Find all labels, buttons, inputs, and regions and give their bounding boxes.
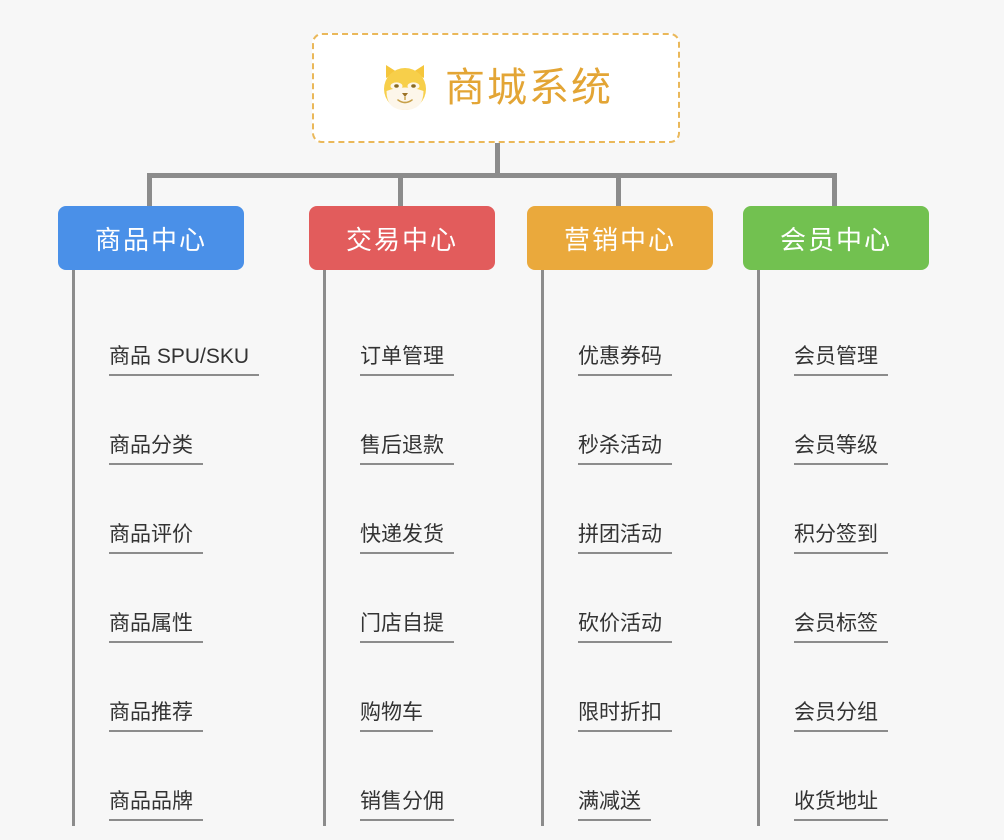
- list-item-label: 限时折扣: [578, 701, 672, 732]
- list-item[interactable]: 积分签到: [760, 470, 929, 559]
- list-item[interactable]: 商品品牌: [75, 737, 244, 826]
- connector-drop-marketing: [616, 173, 621, 206]
- category-column-marketing: 营销中心 优惠券码 秒杀活动 拼团活动 砍价活动 限时折扣 满减送: [527, 206, 713, 826]
- connector-drop-trade: [398, 173, 403, 206]
- list-item-label: 会员管理: [794, 345, 888, 376]
- category-title: 营销中心: [563, 224, 676, 255]
- list-item[interactable]: 会员管理: [760, 292, 929, 381]
- list-item-label: 商品属性: [109, 612, 203, 643]
- list-item-label: 砍价活动: [578, 612, 672, 643]
- list-item-label: 会员分组: [794, 701, 888, 732]
- list-item[interactable]: 拼团活动: [544, 470, 713, 559]
- list-item[interactable]: 商品评价: [75, 470, 244, 559]
- category-title: 商品中心: [94, 224, 207, 255]
- category-column-product: 商品中心 商品 SPU/SKU 商品分类 商品评价 商品属性 商品推荐 商品品牌: [58, 206, 260, 826]
- list-item[interactable]: 会员标签: [760, 559, 929, 648]
- category-header-product[interactable]: 商品中心: [58, 206, 244, 270]
- category-header-trade[interactable]: 交易中心: [309, 206, 495, 270]
- category-item-list: 订单管理 售后退款 快递发货 门店自提 购物车 销售分佣: [323, 270, 495, 826]
- list-item-label: 优惠券码: [578, 345, 672, 376]
- list-item[interactable]: 购物车: [326, 648, 495, 737]
- list-item-label: 售后退款: [360, 434, 454, 465]
- root-node-card[interactable]: 商城系统: [312, 33, 680, 143]
- list-item[interactable]: 商品 SPU/SKU: [75, 292, 260, 381]
- list-item-label: 会员等级: [794, 434, 888, 465]
- list-item[interactable]: 满减送: [544, 737, 713, 826]
- list-item[interactable]: 销售分佣: [326, 737, 495, 826]
- category-column-member: 会员中心 会员管理 会员等级 积分签到 会员标签 会员分组 收货地址: [743, 206, 929, 826]
- list-item[interactable]: 快递发货: [326, 470, 495, 559]
- list-item[interactable]: 售后退款: [326, 381, 495, 470]
- list-item[interactable]: 订单管理: [326, 292, 495, 381]
- list-item-label: 购物车: [360, 701, 433, 732]
- list-item-label: 商品评价: [109, 523, 203, 554]
- list-item-label: 商品品牌: [109, 790, 203, 821]
- list-item[interactable]: 会员等级: [760, 381, 929, 470]
- list-item-label: 商品分类: [109, 434, 203, 465]
- list-item[interactable]: 商品属性: [75, 559, 244, 648]
- list-item-label: 商品推荐: [109, 701, 203, 732]
- category-header-member[interactable]: 会员中心: [743, 206, 929, 270]
- category-column-trade: 交易中心 订单管理 售后退款 快递发货 门店自提 购物车 销售分佣: [309, 206, 495, 826]
- connector-drop-product: [147, 173, 152, 206]
- list-item[interactable]: 限时折扣: [544, 648, 713, 737]
- list-item[interactable]: 收货地址: [760, 737, 929, 826]
- connector-bus: [147, 173, 837, 178]
- list-item-label: 商品 SPU/SKU: [109, 345, 260, 376]
- list-item[interactable]: 会员分组: [760, 648, 929, 737]
- list-item-label: 订单管理: [360, 345, 454, 376]
- category-header-marketing[interactable]: 营销中心: [527, 206, 713, 270]
- category-title: 会员中心: [779, 224, 892, 255]
- list-item-label: 销售分佣: [360, 790, 454, 821]
- connector-stem: [495, 143, 500, 175]
- list-item[interactable]: 商品分类: [75, 381, 244, 470]
- list-item-label: 拼团活动: [578, 523, 672, 554]
- list-item[interactable]: 优惠券码: [544, 292, 713, 381]
- list-item[interactable]: 秒杀活动: [544, 381, 713, 470]
- list-item-label: 收货地址: [794, 790, 888, 821]
- category-title: 交易中心: [345, 224, 458, 255]
- list-item[interactable]: 门店自提: [326, 559, 495, 648]
- list-item[interactable]: 商品推荐: [75, 648, 244, 737]
- list-item-label: 积分签到: [794, 523, 888, 554]
- category-item-list: 优惠券码 秒杀活动 拼团活动 砍价活动 限时折扣 满减送: [541, 270, 713, 826]
- connector-drop-member: [832, 173, 837, 206]
- list-item-label: 满减送: [578, 790, 651, 821]
- list-item[interactable]: 砍价活动: [544, 559, 713, 648]
- list-item-label: 快递发货: [360, 523, 454, 554]
- list-item-label: 门店自提: [360, 612, 454, 643]
- page-title: 商城系统: [445, 66, 613, 110]
- list-item-label: 会员标签: [794, 612, 888, 643]
- category-item-list: 会员管理 会员等级 积分签到 会员标签 会员分组 收货地址: [757, 270, 929, 826]
- list-item-label: 秒杀活动: [578, 434, 672, 465]
- category-item-list: 商品 SPU/SKU 商品分类 商品评价 商品属性 商品推荐 商品品牌: [72, 270, 260, 826]
- shiba-dog-icon: [379, 62, 431, 114]
